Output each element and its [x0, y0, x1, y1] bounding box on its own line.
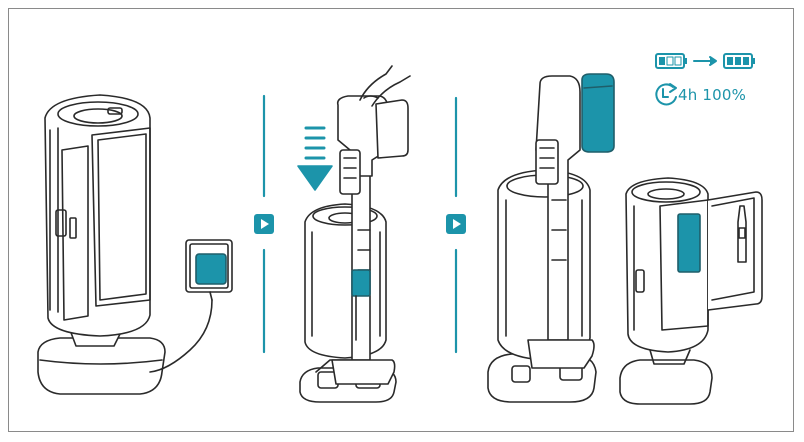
step-arrow-icon — [446, 214, 466, 234]
step-3-spare-battery-storage — [619, 177, 763, 405]
battery-low-icon — [655, 53, 687, 69]
step-2-insert-battery — [297, 65, 411, 403]
down-arrow-head — [297, 165, 333, 191]
arrow-right-icon — [693, 56, 717, 66]
clock-icon — [655, 83, 677, 106]
battery-full-icon — [723, 53, 755, 69]
battery-charge-indicator — [655, 53, 755, 106]
step-3-charging-in-dock — [487, 73, 615, 403]
charge-time-label: 4h 100% — [678, 86, 747, 104]
step-arrow-icon — [254, 214, 274, 234]
step-1-dock-charging — [37, 94, 166, 395]
down-arrow-icon — [304, 126, 326, 160]
wall-charger — [149, 239, 233, 373]
